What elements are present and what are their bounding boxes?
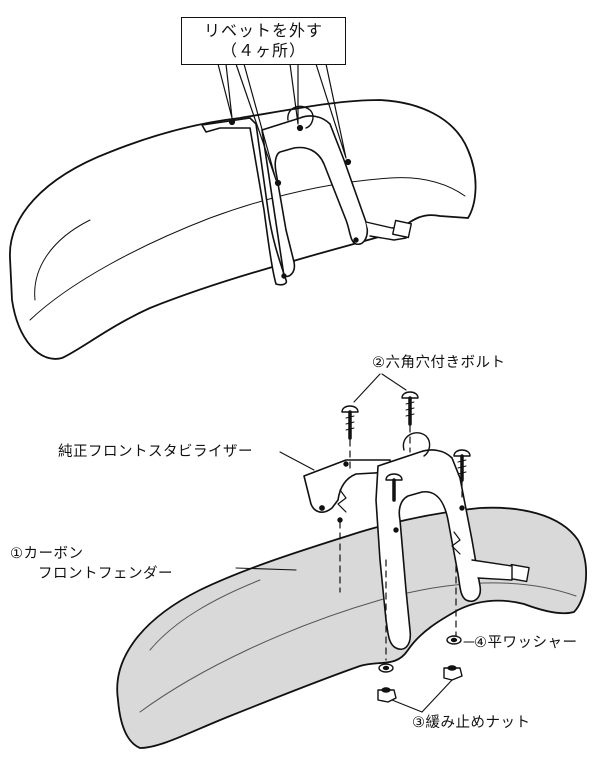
label-leaders [235, 373, 475, 713]
hole-b [343, 461, 349, 467]
washer-1 [378, 663, 394, 673]
bolt-3 [453, 449, 471, 482]
bracket-hole-2 [353, 237, 359, 243]
callout-line-2: （４ヶ所） [220, 41, 306, 60]
carbon-fender [116, 506, 587, 749]
bottom-tab [471, 559, 513, 581]
label-washer: ④平ワッシャー [474, 635, 578, 651]
label-nut: ③緩み止めナット [412, 715, 531, 731]
stabilizer-left-cut [337, 489, 347, 513]
callout-line-1: リベットを外す [203, 21, 323, 40]
bolt-1 [341, 405, 359, 440]
top-stabilizer-hook [287, 105, 314, 129]
label-bolt: ②六角穴付きボルト [372, 355, 506, 371]
callout-leaders [217, 63, 347, 181]
carbon-fender-edge [149, 579, 261, 651]
stabilizer-left [303, 459, 393, 513]
washer-2 [446, 635, 462, 645]
rivet-hole-4 [344, 158, 352, 166]
hole-c [393, 527, 399, 533]
bolt-4 [385, 473, 403, 502]
label-fender-line-1: ①カーボン [10, 546, 84, 562]
bolt-2 [401, 391, 419, 426]
bracket-hole-1 [281, 273, 287, 279]
label-stabilizer: 純正フロントスタビライザー [58, 444, 253, 460]
rivet-callout-box: リベットを外す （４ヶ所） [181, 17, 346, 65]
top-clip [392, 219, 412, 239]
top-stabilizer [201, 117, 288, 286]
bottom-fender-assembly [116, 373, 587, 749]
stabilizer-hook [402, 432, 431, 457]
hole-a [319, 505, 325, 511]
stabilizer-right-cut [451, 531, 461, 555]
carbon-fender-contour [139, 582, 577, 713]
assembly-guides [339, 425, 463, 661]
label-fender-line-2: フロントフェンダー [38, 566, 173, 582]
top-fender-assembly [9, 63, 477, 360]
top-fender-contour [29, 177, 466, 321]
top-fender-shell [9, 99, 477, 360]
rivet-hole-1 [228, 118, 236, 126]
nut-1 [377, 687, 397, 703]
rivet-hole-2 [274, 179, 282, 187]
top-stabilizer-arch [261, 115, 369, 278]
hole-d [459, 505, 465, 511]
top-fender-edge [34, 219, 91, 301]
nut-2 [443, 665, 463, 681]
rivet-hole-3 [296, 124, 304, 132]
